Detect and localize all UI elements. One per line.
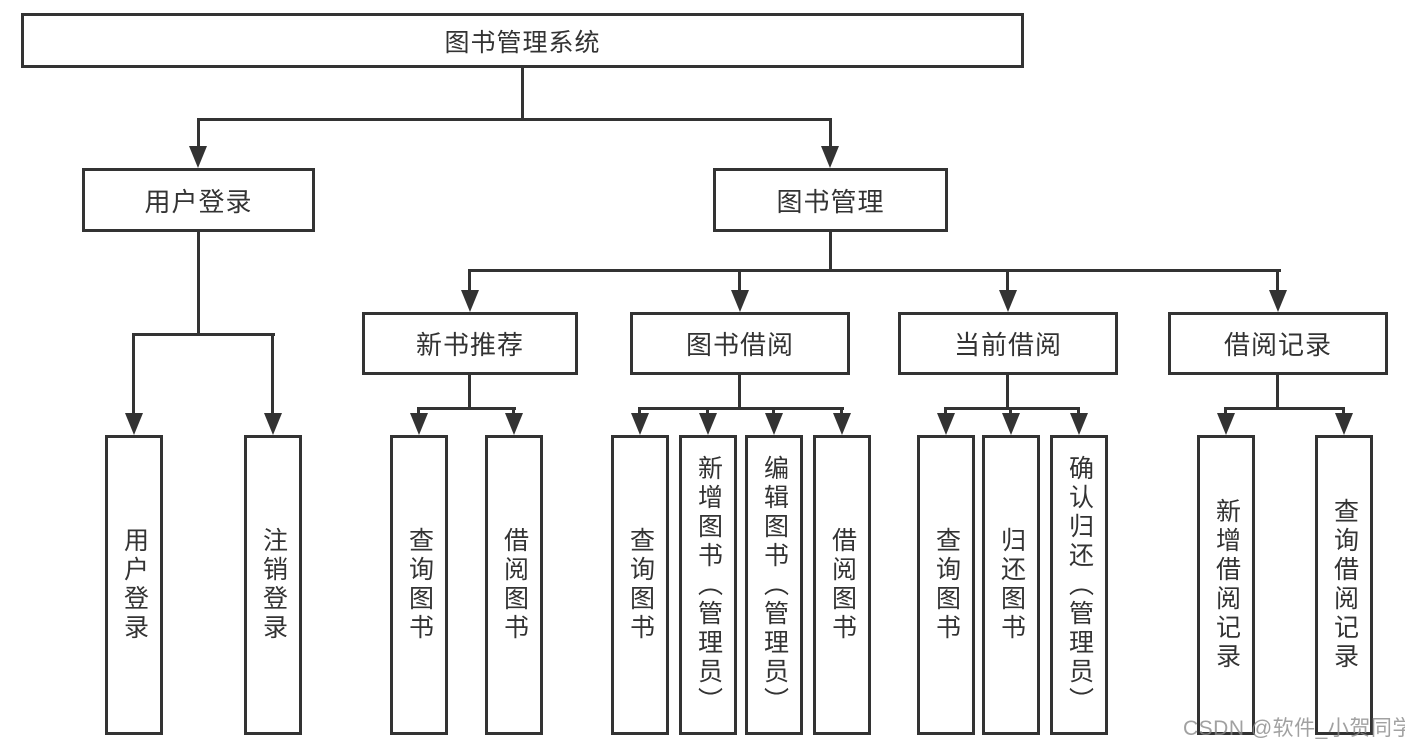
connector-book-management-drop xyxy=(829,232,832,272)
node-leaf-confirm-return-admin: 确认归还（管理员） xyxy=(1050,435,1108,735)
node-label: 图书管理系统 xyxy=(444,28,601,57)
connector-stem-logout-leaf xyxy=(271,333,274,417)
node-leaf-query-borrow-record: 查询借阅记录 xyxy=(1315,435,1373,735)
node-book-borrowing: 图书借阅 xyxy=(630,312,850,375)
node-label: 归还图书 xyxy=(997,527,1026,643)
node-new-book-recommendation: 新书推荐 xyxy=(362,312,578,375)
arrowhead-leaf xyxy=(833,413,851,435)
arrowhead-user-login xyxy=(189,146,207,168)
node-leaf-borrow-books: 借阅图书 xyxy=(813,435,871,735)
node-label: 图书借阅 xyxy=(685,330,794,360)
node-label: 借阅图书 xyxy=(500,527,529,643)
arrowhead-leaf xyxy=(1070,413,1088,435)
arrowhead-leaf xyxy=(937,413,955,435)
connector-level1-bar xyxy=(197,118,832,121)
arrowhead-current-borrow xyxy=(999,290,1017,312)
arrowhead-leaf xyxy=(1335,413,1353,435)
connector-stem-login-leaf xyxy=(132,333,135,417)
arrowhead-leaf xyxy=(410,413,428,435)
connector-book-borrow-bar xyxy=(638,407,844,410)
arrowhead-leaf xyxy=(1002,413,1020,435)
node-label: 编辑图书（管理员） xyxy=(760,454,789,716)
connector-stem-user-login xyxy=(197,118,200,148)
arrowhead-leaf xyxy=(505,413,523,435)
node-label: 当前借阅 xyxy=(953,330,1062,360)
connector-book-borrow-drop xyxy=(738,375,741,409)
node-label: 图书管理 xyxy=(776,186,885,217)
node-leaf-query-books-borrowing: 查询图书 xyxy=(611,435,669,735)
connector-borrow-records-drop xyxy=(1276,375,1279,409)
node-leaf-user-login: 用户登录 xyxy=(105,435,163,735)
node-label: 查询借阅记录 xyxy=(1330,498,1359,672)
arrowhead-login-leaf xyxy=(125,413,143,435)
connector-root-drop xyxy=(521,68,524,120)
node-label: 注销登录 xyxy=(259,527,288,643)
node-leaf-query-books-recommend: 查询图书 xyxy=(390,435,448,735)
node-leaf-query-books-current: 查询图书 xyxy=(917,435,975,735)
connector-user-login-drop xyxy=(197,232,200,335)
node-current-borrowing: 当前借阅 xyxy=(898,312,1118,375)
node-label: 确认归还（管理员） xyxy=(1065,454,1094,716)
node-borrowing-records: 借阅记录 xyxy=(1168,312,1388,375)
arrowhead-book-borrow xyxy=(731,290,749,312)
node-leaf-return-books: 归还图书 xyxy=(982,435,1040,735)
connector-current-borrow-drop xyxy=(1006,375,1009,409)
node-leaf-edit-books-admin: 编辑图书（管理员） xyxy=(745,435,803,735)
arrowhead-new-books xyxy=(461,290,479,312)
arrowhead-leaf xyxy=(699,413,717,435)
node-leaf-logout: 注销登录 xyxy=(244,435,302,735)
connector-user-login-bar xyxy=(132,333,275,336)
connector-current-borrow-bar xyxy=(944,407,1080,410)
node-library-management-system: 图书管理系统 xyxy=(21,13,1024,68)
arrowhead-leaf xyxy=(765,413,783,435)
arrowhead-book-management xyxy=(821,146,839,168)
node-label: 查询图书 xyxy=(626,527,655,643)
arrowhead-logout-leaf xyxy=(264,413,282,435)
node-label: 查询图书 xyxy=(405,527,434,643)
connector-stem-current-borrow xyxy=(1006,269,1009,295)
arrowhead-leaf xyxy=(631,413,649,435)
node-label: 用户登录 xyxy=(120,527,149,643)
node-leaf-add-books-admin: 新增图书（管理员） xyxy=(679,435,737,735)
connector-new-books-bar xyxy=(417,407,516,410)
connector-stem-borrow-records xyxy=(1276,269,1279,295)
node-leaf-add-borrow-record: 新增借阅记录 xyxy=(1197,435,1255,735)
node-label: 新书推荐 xyxy=(415,330,524,360)
node-user-login: 用户登录 xyxy=(82,168,315,232)
arrowhead-borrow-records xyxy=(1269,290,1287,312)
node-label: 借阅图书 xyxy=(828,527,857,643)
node-label: 新增图书（管理员） xyxy=(694,454,723,716)
connector-stem-book-borrow xyxy=(738,269,741,295)
arrowhead-leaf xyxy=(1217,413,1235,435)
connector-level2-bar xyxy=(468,269,1281,272)
node-leaf-borrow-books-recommend: 借阅图书 xyxy=(485,435,543,735)
connector-stem-new-books xyxy=(468,269,471,295)
node-book-management: 图书管理 xyxy=(713,168,948,232)
connector-borrow-records-bar xyxy=(1224,407,1345,410)
node-label: 借阅记录 xyxy=(1223,330,1332,360)
node-label: 查询图书 xyxy=(932,527,961,643)
connector-new-books-drop xyxy=(468,375,471,409)
node-label: 用户登录 xyxy=(144,186,253,217)
csdn-watermark: CSDN @软件_小贺同学 xyxy=(1183,717,1405,740)
connector-stem-book-management xyxy=(829,118,832,148)
node-label: 新增借阅记录 xyxy=(1212,498,1241,672)
